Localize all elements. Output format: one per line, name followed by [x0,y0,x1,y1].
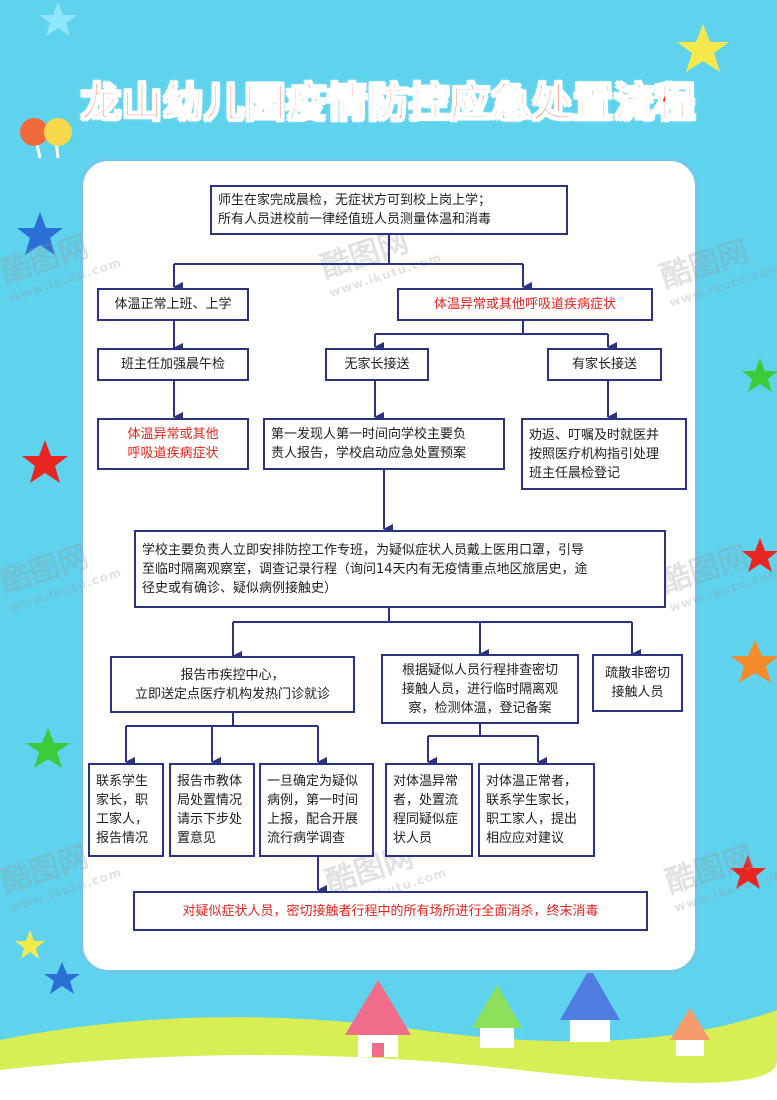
no-parent-box: 无家长接送 [325,348,429,381]
house-icon [670,1008,710,1056]
star-icon [730,855,766,889]
noon-check-box: 班主任加强晨午检 [97,348,249,381]
start-box: 师生在家完成晨检，无症状方可到校上岗上学； 所有人员进校前一律经值班人员测量体温… [210,185,568,235]
abnormal-contacts-box: 对体温异常 者，处置流 程同疑似症 状人员 [385,763,473,857]
star-icon [39,2,77,36]
star-icon [22,440,68,483]
principal-action-box: 学校主要负责人立即安排防控工作专班，为疑似症状人员戴上医用口罩，引导 至临时隔离… [134,530,666,608]
star-icon [17,212,63,255]
noon-abnormal-box: 体温异常或其他 呼吸道疾病症状 [97,418,249,470]
house-icon [560,968,620,1042]
trace-contacts-box: 根据疑似人员行程排查密切 接触人员，进行临时隔离观 察，检测体温，登记备案 [381,654,579,724]
temp-normal-box: 体温正常上班、上学 [97,288,249,321]
normal-contacts-box: 对体温正常者， 联系学生家长， 职工家人，提出 相应应对建议 [478,763,595,857]
contact-parents-box: 联系学生 家长，职 工家人， 报告情况 [88,763,164,857]
has-parent-box: 有家长接送 [547,348,662,381]
page-title: 龙山幼儿园疫情防控应急处置流程 [80,79,696,127]
evacuate-box: 疏散非密切 接触人员 [592,654,683,712]
star-icon [742,358,777,392]
house-icon [472,985,522,1048]
report-edu-box: 报告市教体 局处置情况 请示下步处 置意见 [169,763,255,857]
star-icon [677,24,729,72]
star-icon [44,962,80,994]
star-icon [742,538,777,572]
star-icon [26,728,70,768]
confirmed-case-box: 一旦确定为疑似 病例，第一时间 上报，配合开展 流行病学调查 [259,763,374,857]
house-icon [345,980,411,1057]
star-icon [731,640,777,683]
send-home-box: 劝返、叮嘱及时就医并 按照医疗机构指引处理 班主任晨检登记 [521,418,687,490]
hill-shape [0,1055,777,1100]
lollipop-icon [20,118,72,159]
star-icon [15,930,45,959]
disinfect-box: 对疑似症状人员，密切接触者行程中的所有场所进行全面消杀，终末消毒 [133,891,648,931]
first-report-box: 第一发现人第一时间向学校主要负 责人报告，学校启动应急处置预案 [263,418,505,470]
report-cdc-box: 报告市疾控中心， 立即送定点医疗机构发热门诊就诊 [110,656,355,713]
temp-abnormal-box: 体温异常或其他呼吸道疾病症状 [397,288,653,321]
